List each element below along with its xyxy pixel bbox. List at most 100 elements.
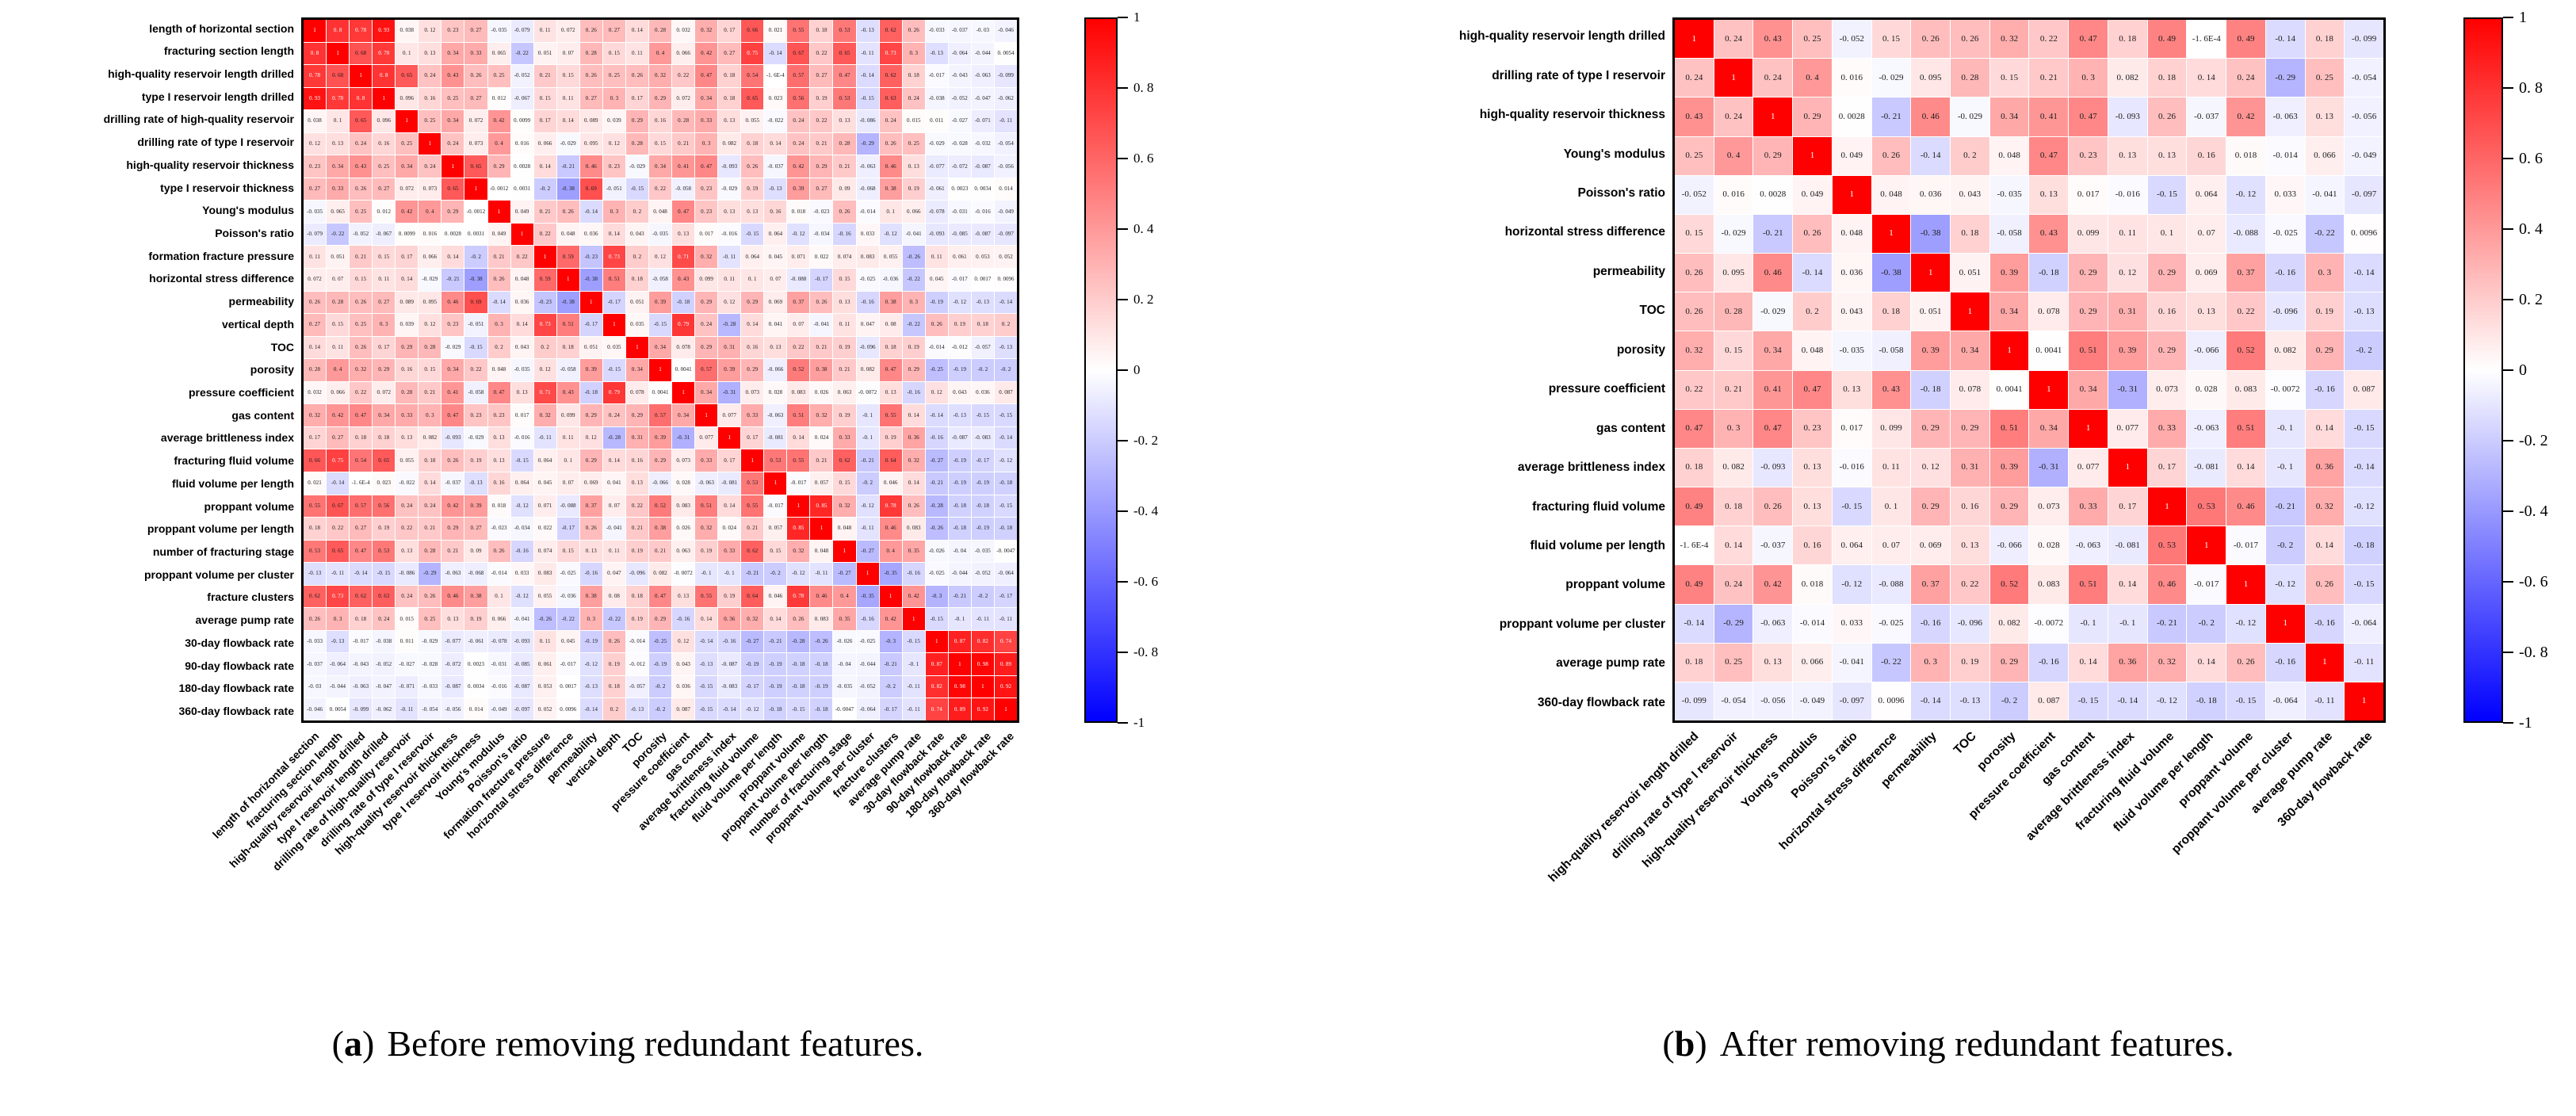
heatmap-cell: 0. 08 [879,314,902,336]
heatmap-cell: 0. 083 [810,608,833,630]
heatmap-cell: 0. 24 [787,132,810,155]
heatmap-cell: 0. 13 [487,449,510,472]
heatmap-cell: 0. 29 [1951,409,1989,448]
heatmap-cell: 0. 036 [1832,254,1871,292]
heatmap-cell: 0. 29 [2069,254,2108,292]
heatmap-cell: -0. 064 [2345,604,2383,643]
row-label: drilling rate of high-quality reservoir [103,113,294,126]
heatmap-cell: 0. 14 [1714,526,1753,565]
heatmap-cell: 0. 26 [419,585,441,608]
heatmap-cell: 0. 26 [579,65,602,87]
heatmap-cell: 0. 26 [741,155,764,178]
heatmap-cell: 0. 26 [556,201,579,223]
heatmap-cell: 0. 26 [2147,97,2187,136]
heatmap-cell: 0. 049 [487,223,510,246]
heatmap-cell: 0. 083 [2029,565,2069,604]
heatmap-cell: -0. 15 [695,698,718,720]
heatmap-cell: 1 [533,246,556,269]
heatmap-cell: -0. 12 [856,495,879,518]
heatmap-cell: -0. 2 [533,178,556,201]
heatmap-cell: 0. 18 [1675,643,1714,682]
heatmap-cell: 0. 11 [718,269,741,291]
heatmap-cell: -0. 033 [925,20,948,42]
heatmap-cell: 0. 13 [741,201,764,223]
heatmap-cell: 0. 014 [994,178,1017,201]
heatmap-cell: 0. 31 [1951,448,1989,487]
row-label: TOC [270,340,294,354]
colorbar-tick [2503,158,2513,159]
heatmap-cell: 0. 22 [464,359,487,381]
heatmap-cell: -0. 097 [2345,175,2383,214]
heatmap-cell: -0. 029 [1753,292,1793,331]
heatmap-cell: 0. 0054 [994,42,1017,65]
heatmap-cell: -0. 31 [672,426,695,449]
colorbar-tick-label: -1 [2519,713,2532,732]
heatmap-cell: 0. 8 [373,65,396,87]
heatmap-cell: -0. 18 [579,381,602,404]
heatmap-cell: 0. 069 [2187,254,2226,292]
heatmap-cell: 0. 4 [327,359,350,381]
heatmap-cell: 0. 077 [718,404,741,426]
heatmap-cell: 0. 42 [441,495,464,518]
heatmap-cell: -0. 022 [396,472,419,495]
heatmap-cell: -0. 085 [510,653,533,675]
heatmap-cell: -0. 1 [856,426,879,449]
heatmap-cell: -0. 18 [810,653,833,675]
heatmap-cell: -0. 26 [533,608,556,630]
heatmap-cell: -0. 2 [994,359,1017,381]
heatmap-cell: -0. 16 [833,223,856,246]
heatmap-cell: -0. 081 [764,426,787,449]
colorbar-tick-label: -1 [1133,715,1145,731]
heatmap-cell: 0. 39 [648,291,672,314]
heatmap-cell: 0. 14 [304,336,327,359]
heatmap-cell: -0. 16 [2029,643,2069,682]
heatmap-cell: 1 [556,269,579,291]
heatmap-cell: 0. 47 [1675,409,1714,448]
heatmap-cell: 1 [625,336,648,359]
heatmap-cell: 0. 028 [672,472,695,495]
heatmap-cell: -0. 064 [856,698,879,720]
heatmap-cell: 0. 11 [533,630,556,653]
heatmap-cell: 0. 39 [1989,448,2029,487]
heatmap-cell: 0. 19 [810,87,833,110]
heatmap-cell: 1 [1911,254,1951,292]
heatmap-cell: 0. 32 [787,540,810,563]
caption-a-paren-open: ( [331,1023,344,1064]
heatmap-cell: -0. 099 [1675,682,1714,720]
heatmap-cell: -0. 2 [2345,331,2383,370]
heatmap-cell: 0. 16 [396,359,419,381]
heatmap-cell: -0. 21 [856,449,879,472]
heatmap-cell: -0. 036 [879,269,902,291]
heatmap-cell: -0. 0072 [2265,370,2305,409]
heatmap-cell: -0. 049 [2345,136,2383,175]
heatmap-cell: 1 [1675,20,1714,59]
heatmap-cell: 0. 053 [533,675,556,698]
heatmap-cell: -0. 034 [510,518,533,540]
heatmap-cell: -0. 096 [625,563,648,585]
heatmap-cell: 0. 0099 [396,223,419,246]
heatmap-cell: 0. 11 [556,87,579,110]
heatmap-cell: 0. 3 [2069,59,2108,97]
heatmap-cell: 0. 33 [718,540,741,563]
heatmap-cell: 0. 026 [810,381,833,404]
heatmap-cell: 0. 26 [350,291,373,314]
heatmap-cell: 0. 39 [787,178,810,201]
heatmap-cell: -0. 063 [441,563,464,585]
heatmap-cell: -0. 13 [327,630,350,653]
heatmap-cell: -0. 026 [833,630,856,653]
colorbar-tick [2503,369,2513,371]
heatmap-cell: 0. 015 [396,608,419,630]
heatmap-cell: 0. 14 [787,426,810,449]
heatmap-cell: 0. 26 [902,495,925,518]
heatmap-cell: 0. 82 [971,630,994,653]
heatmap-cell: -0. 037 [2187,97,2226,136]
heatmap-cell: 0. 28 [579,42,602,65]
heatmap-cell: 0. 09 [833,178,856,201]
heatmap-cell: -0. 017 [787,472,810,495]
heatmap-cell: -0. 11 [856,518,879,540]
heatmap-cell: -0. 067 [373,223,396,246]
heatmap-cell: 0. 055 [533,585,556,608]
heatmap-cell: -0. 031 [487,653,510,675]
